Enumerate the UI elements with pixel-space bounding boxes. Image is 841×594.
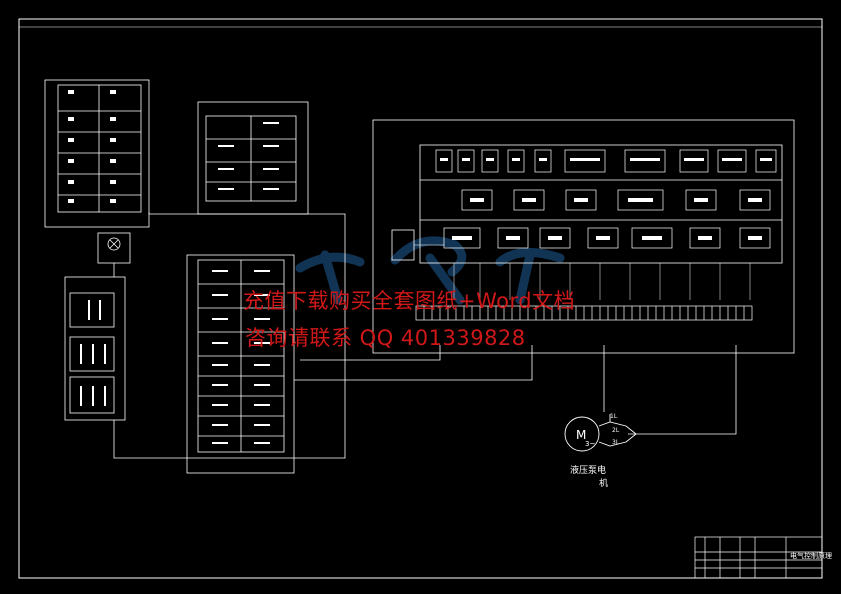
title-block bbox=[694, 536, 823, 579]
motor-caption-line1: 液压泵电 bbox=[570, 464, 606, 476]
panel-top-middle-components bbox=[218, 122, 279, 190]
wires bbox=[113, 212, 737, 459]
motor-phase: 3~ bbox=[585, 440, 595, 448]
motor-symbol bbox=[564, 414, 637, 452]
main-cabinet-components bbox=[435, 149, 777, 249]
panel-left-lower-components bbox=[80, 300, 106, 406]
watermark-line-1: 充值下载购买全套图纸+Word文档 bbox=[243, 289, 576, 313]
panel-top-middle bbox=[197, 101, 309, 215]
cabinet-wiring bbox=[414, 244, 751, 300]
motor-terminal-3: 3L bbox=[612, 439, 620, 446]
indicator-lamp bbox=[97, 232, 131, 277]
main-cabinet bbox=[372, 119, 795, 354]
motor-caption-line2: 机 bbox=[599, 477, 608, 489]
panel-left-lower bbox=[64, 276, 126, 421]
watermark-line-2: 咨询请联系 QQ 401339828 bbox=[245, 326, 526, 350]
panel-center-components bbox=[212, 270, 270, 444]
panel-center-tall bbox=[186, 254, 295, 474]
panel-top-left bbox=[44, 79, 150, 228]
motor-terminal-1: 1L bbox=[610, 413, 618, 420]
panel-top-left-components bbox=[68, 90, 116, 203]
terminal-strip bbox=[415, 305, 753, 321]
drawing-border bbox=[18, 18, 823, 579]
title-block-drawing-name: 电气控制原理 bbox=[790, 551, 832, 560]
relay-contact-marks bbox=[440, 158, 772, 240]
motor-letter: M bbox=[576, 428, 586, 442]
motor-terminal-2: 2L bbox=[612, 427, 620, 434]
